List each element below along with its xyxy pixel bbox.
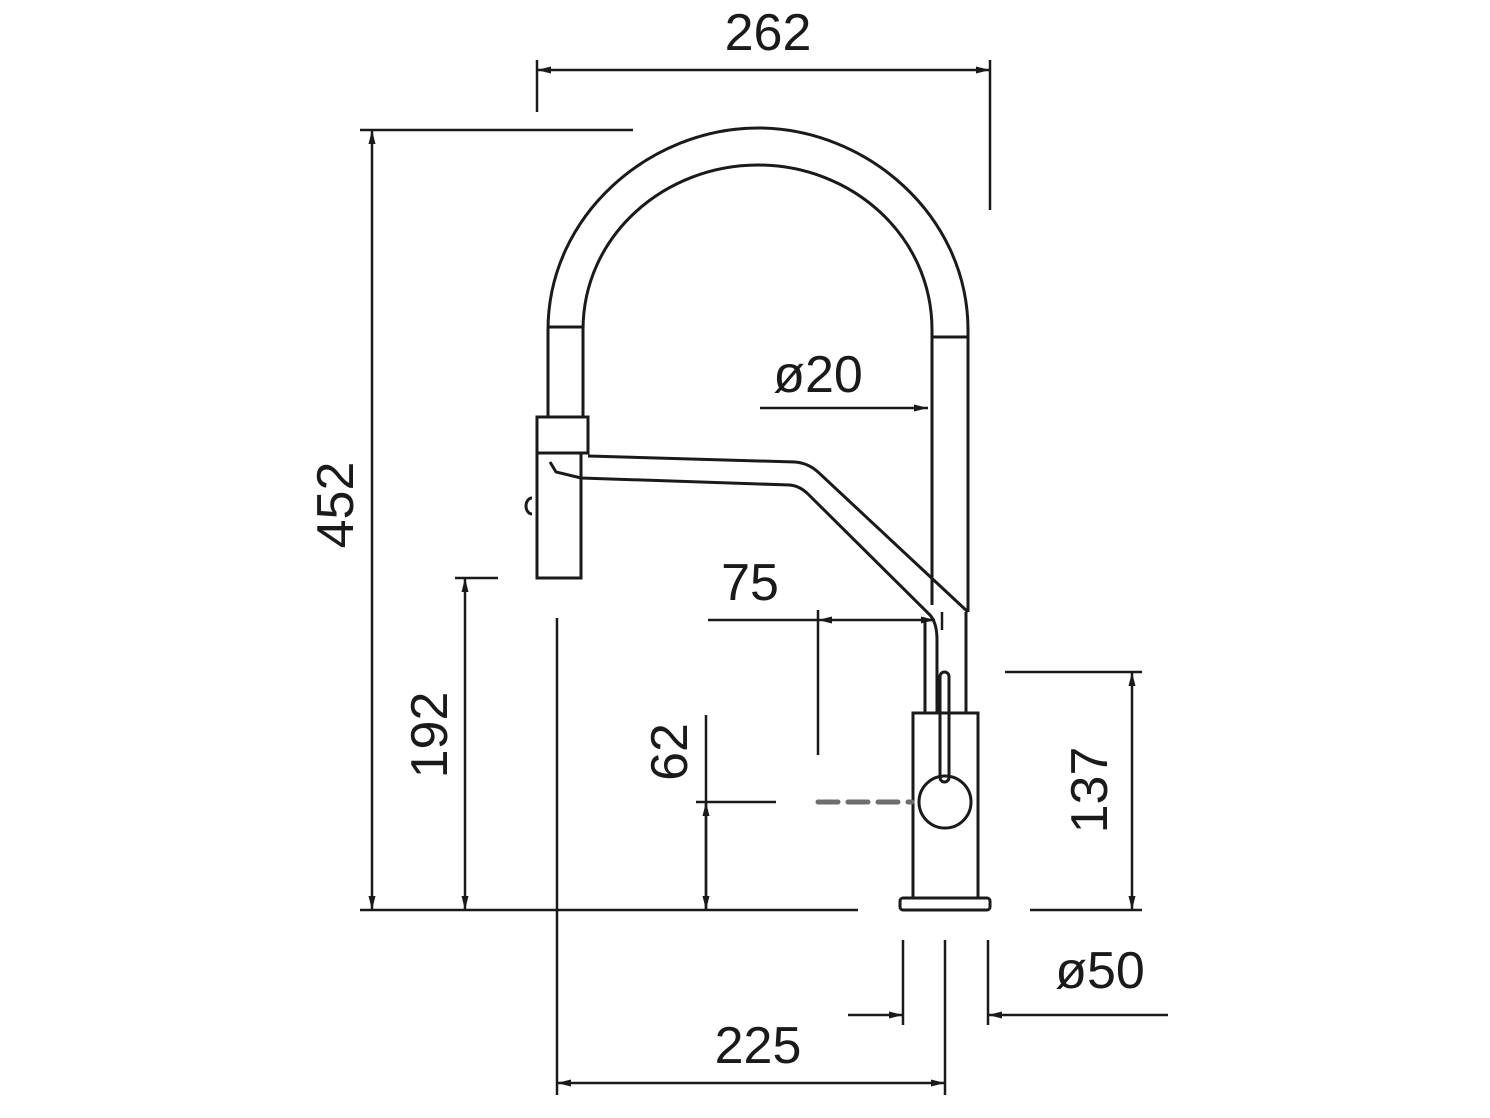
dimension-body-height: 137 [1005, 670, 1142, 910]
head-collar [535, 415, 590, 455]
dimension-hose-diameter: ø20 [760, 346, 928, 412]
dimension-outlet-height: 192 [401, 576, 498, 910]
base-plinth [898, 896, 992, 912]
dimension-spout-offset: 75 [708, 554, 944, 755]
label-192: 192 [401, 692, 459, 779]
faucet-body [911, 711, 980, 900]
spout-arm-bottom [548, 461, 939, 713]
label-137: 137 [1061, 747, 1119, 834]
label-452: 452 [307, 462, 365, 549]
dimension-total-height: 452 [307, 128, 633, 910]
spout-arc-outer [546, 126, 970, 612]
spray-button [524, 496, 533, 516]
lever-pivot [917, 774, 973, 830]
dimension-total-width: 262 [535, 4, 992, 210]
label-262: 262 [725, 4, 812, 62]
spray-head [535, 451, 583, 580]
dimension-base-diameter: ø50 [848, 940, 1168, 1025]
dimension-spout-reach: 225 [555, 618, 947, 1095]
spout-arm-top [587, 454, 970, 614]
label-225: 225 [715, 1017, 802, 1075]
label-o50: ø50 [1055, 942, 1145, 1000]
label-62: 62 [641, 723, 699, 781]
dimension-lever-height: 62 [641, 715, 776, 910]
faucet-outline [524, 126, 992, 912]
lever-handle [938, 670, 951, 784]
label-o20: ø20 [773, 346, 863, 404]
label-75: 75 [721, 554, 779, 612]
spout-arc-inner [581, 163, 934, 605]
